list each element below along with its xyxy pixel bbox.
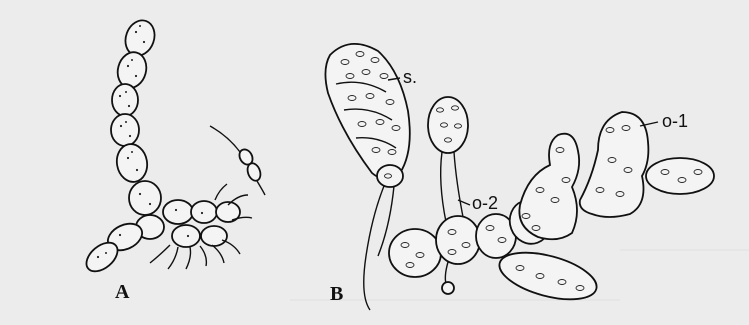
label-o-2: o-2 (472, 193, 498, 213)
panel-a-label: A (115, 281, 130, 303)
label-o-1: o-1 (662, 111, 688, 131)
panel-b-label: B (330, 283, 343, 305)
label-s: s. (403, 67, 417, 87)
